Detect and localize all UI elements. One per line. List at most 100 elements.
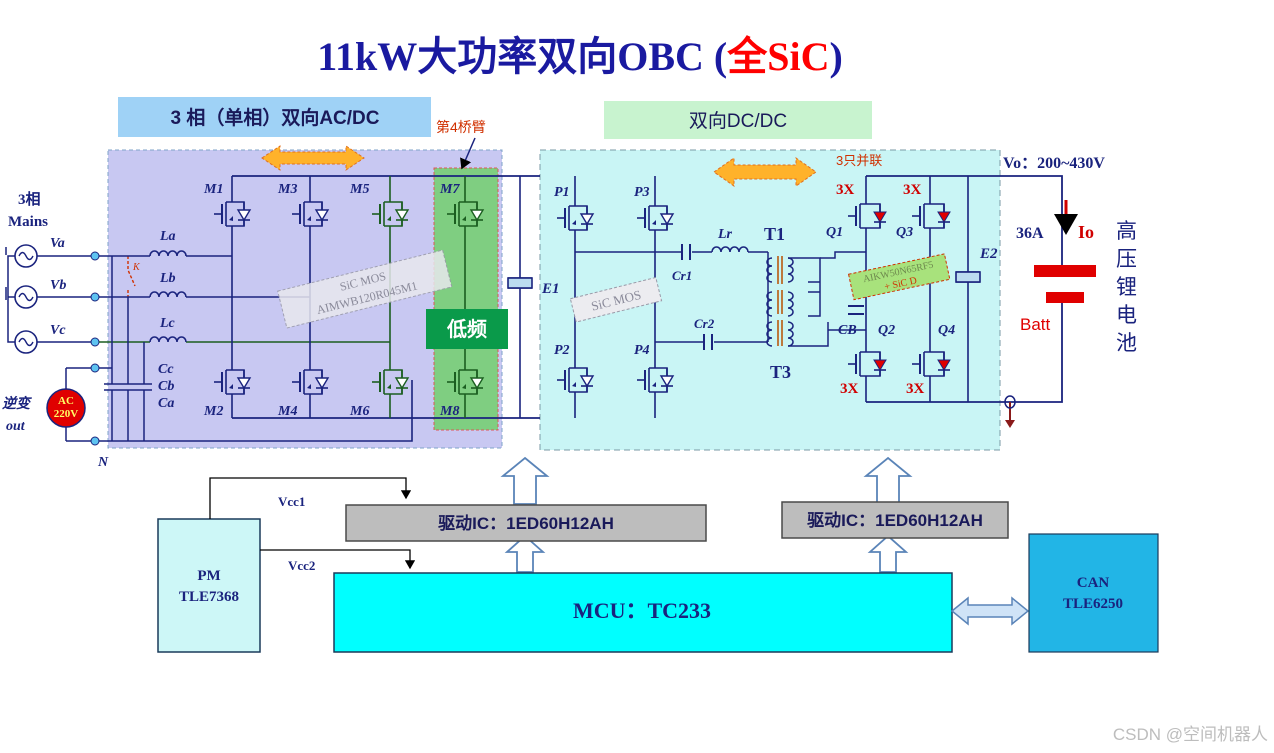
vcc1-label: Vcc1 [278, 494, 305, 509]
switch-m6 [371, 342, 409, 418]
driver-right-label: 驱动IC：1ED60H12AH [807, 511, 983, 530]
svg-text:电: 电 [1116, 304, 1137, 327]
low-freq-label: 低频 [446, 317, 487, 341]
dcdc-header: 双向DC/DC [689, 110, 787, 132]
svg-text:Q2: Q2 [878, 323, 895, 338]
svg-text:M5: M5 [349, 182, 369, 197]
ac-source-b [14, 285, 38, 309]
filter-cap-labels: Cc Cb Ca [158, 362, 174, 411]
switch-p4 [636, 342, 674, 418]
acdc-header-box [118, 97, 431, 137]
switch-q3 [911, 176, 951, 330]
e1-label: E1 [541, 281, 560, 297]
svg-text:高: 高 [1116, 220, 1137, 243]
inductor-lb [149, 291, 187, 298]
svg-text:Cb: Cb [158, 379, 174, 394]
page-title: 11kW大功率双向OBC (全SiC) [317, 34, 843, 79]
svg-text:逆变: 逆变 [2, 395, 32, 412]
batt-label: Batt [1020, 315, 1051, 334]
cr1-label: Cr1 [672, 268, 692, 283]
pm-label: PM TLE7368 [179, 568, 239, 605]
svg-text:锂: 锂 [1116, 276, 1137, 299]
up-arrow-dcdc [863, 456, 913, 505]
svg-text:3X: 3X [836, 182, 855, 198]
svg-text:M2: M2 [203, 404, 223, 419]
svg-text:Cc: Cc [158, 362, 174, 377]
mcu-label: MCU：TC233 [573, 598, 711, 623]
dcdc-orange-arrow [713, 157, 817, 187]
switch-m1 [213, 176, 251, 256]
svg-text:M6: M6 [349, 404, 369, 419]
switch-p1 [556, 176, 594, 252]
capacitor-e2 [955, 176, 981, 402]
relay-k [127, 256, 136, 297]
svg-text:Mains: Mains [8, 214, 48, 230]
terminals [90, 251, 100, 446]
batt-plate-2 [1046, 292, 1084, 303]
inductor-la [149, 250, 187, 257]
vcc2-label: Vcc2 [288, 558, 315, 573]
vcc1-wire [209, 477, 412, 519]
mains-neutral-link [7, 255, 15, 343]
driver-left-box [345, 504, 707, 542]
mcu-box [333, 572, 953, 653]
filter-caps [104, 256, 152, 441]
i36-label: 36A [1016, 225, 1044, 242]
svg-text:Q1: Q1 [826, 225, 843, 240]
svg-text:3X: 3X [903, 182, 922, 198]
vo-label: Vo：200~430V [1003, 155, 1105, 172]
low-freq-badge [426, 309, 508, 349]
svg-text:Q4: Q4 [938, 323, 955, 338]
inductor-lr [711, 246, 749, 253]
leg4-pointer [460, 137, 476, 170]
batt-plate-1 [1034, 265, 1096, 277]
cr1 [681, 244, 691, 260]
x3-labels: 3X 3X 3X 3X [836, 182, 925, 397]
hv-battery-label: 高 压 锂 电 池 [1116, 220, 1137, 355]
svg-text:M7: M7 [439, 182, 460, 197]
cr2 [703, 334, 713, 350]
can-label: CAN TLE6250 [1063, 575, 1123, 612]
svg-text:out: out [6, 419, 26, 434]
acdc-orange-arrow [261, 145, 365, 171]
watermark: CSDN @空间机器人 [1113, 725, 1268, 744]
acdc-header: 3 相（单相）双向AC/DC [170, 106, 379, 129]
leg4-label: 第4桥臂 [436, 119, 486, 135]
t1-label: T1 [764, 224, 785, 244]
svg-text:3X: 3X [840, 381, 859, 397]
svg-text:CB: CB [838, 323, 857, 338]
pm-box [157, 518, 261, 653]
parallel3-label: 3只并联 [836, 153, 882, 168]
svg-text:M4: M4 [277, 404, 297, 419]
lb-label: Lb [159, 271, 176, 286]
la-label: La [159, 229, 176, 244]
up-arrow-mcu-right [867, 534, 909, 573]
ground-symbol [1004, 395, 1016, 428]
capacitor-e1 [507, 176, 533, 418]
svg-text:M8: M8 [439, 404, 459, 419]
lc-label: Lc [159, 316, 176, 331]
inverter-label: 逆变 out [2, 395, 32, 434]
up-arrow-acdc [500, 456, 550, 505]
switch-q1 [847, 176, 887, 252]
q-labels: Q1 Q3 Q2 Q4 CB [826, 225, 955, 338]
t3-label: T3 [770, 362, 791, 382]
svg-text:AC: AC [58, 395, 74, 407]
svg-text:M1: M1 [203, 182, 223, 197]
svg-text:220V: 220V [54, 408, 79, 420]
svg-text:PM: PM [197, 568, 220, 584]
vcc2-wire [260, 549, 416, 570]
n-label: N [97, 455, 109, 470]
dcdc-header-box [604, 101, 872, 139]
svg-text:3相: 3相 [18, 190, 41, 208]
driver-right-box [781, 501, 1009, 539]
svg-text:CAN: CAN [1077, 575, 1110, 591]
svg-text:池: 池 [1116, 332, 1137, 355]
e2-label: E2 [979, 246, 998, 262]
transformer-stack [766, 251, 866, 347]
svg-text:TLE6250: TLE6250 [1063, 596, 1123, 612]
p-labels: P1 P3 P2 P4 [554, 185, 650, 358]
svg-text:P2: P2 [554, 343, 570, 358]
ac-source-c [14, 330, 38, 354]
svg-text:P4: P4 [634, 343, 650, 358]
